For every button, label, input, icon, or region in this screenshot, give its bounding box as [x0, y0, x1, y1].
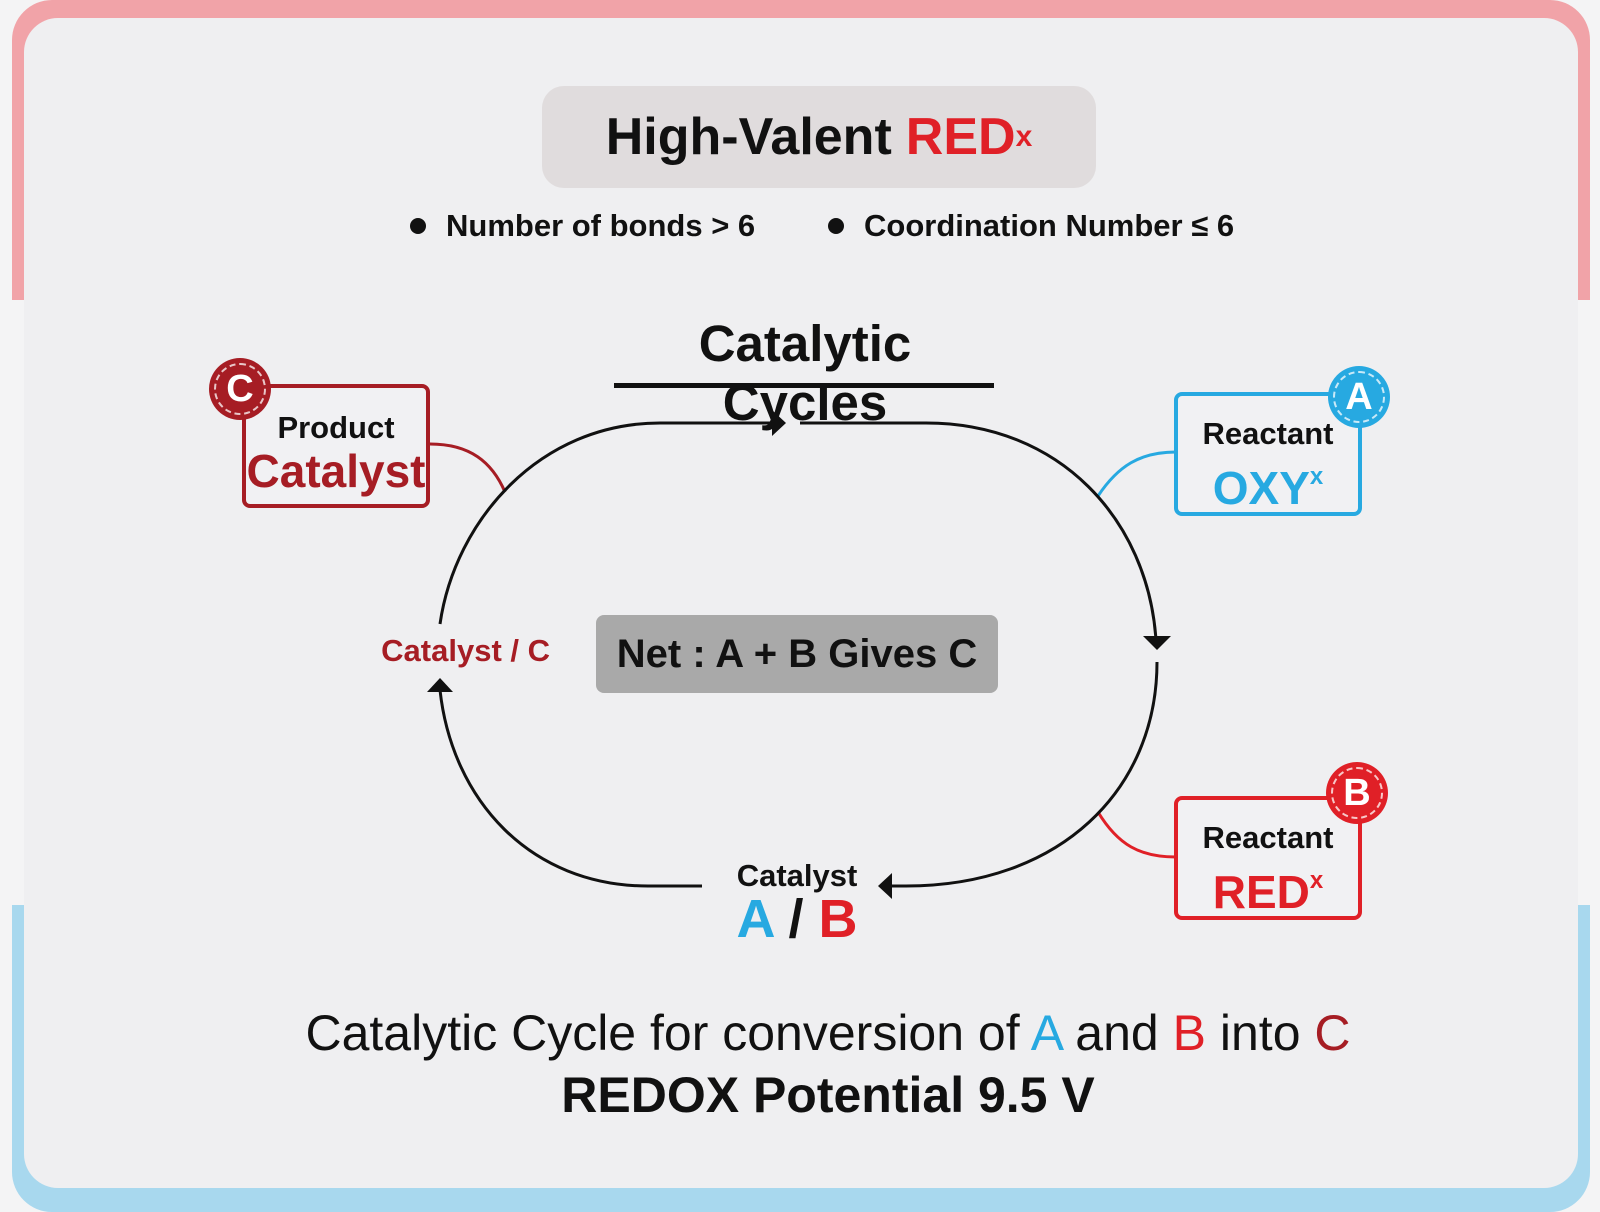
reactant-b-connector [1096, 811, 1177, 859]
catalyst-c-label: Catalyst / C [381, 633, 550, 668]
caption-a: A [1030, 1005, 1062, 1061]
cycle-title-underline [614, 383, 994, 388]
badge-b-icon: B [1326, 762, 1388, 824]
bottom-b: B [818, 889, 858, 949]
reactant-b-red: REDx [1178, 856, 1358, 917]
reactant-a-label: Reactant [1202, 416, 1334, 451]
reactant-a-sup: x [1309, 463, 1324, 490]
caption-line-1: Catalytic Cycle for conversion of A and … [0, 1004, 1600, 1062]
reactant-b-main: RED [1212, 866, 1310, 918]
product-catalyst-label: Catalyst [246, 445, 426, 497]
cycle-arc-top-left [438, 421, 778, 625]
title-prefix: High-Valent [605, 108, 892, 166]
bottom-a: A [736, 889, 774, 949]
title-red: RED [905, 108, 1016, 166]
caption-and: and [1075, 1005, 1159, 1061]
caption-c: C [1314, 1005, 1351, 1061]
bullet-coordination: Coordination Number ≤ 6 [828, 208, 1234, 244]
badge-dashed-ring [214, 363, 266, 415]
bullet-coordination-text: Coordination Number ≤ 6 [864, 208, 1235, 243]
badge-dashed-ring [1331, 767, 1383, 819]
reactant-a-main: OXY [1212, 462, 1310, 514]
net-reaction-box: Net : A + B Gives C [596, 615, 998, 693]
title-superscript: x [1015, 120, 1033, 153]
arrow-left-icon [878, 873, 892, 899]
badge-a-icon: A [1328, 366, 1390, 428]
badge-c-icon: C [209, 358, 271, 420]
product-connector [429, 442, 507, 493]
bullet-bonds-text: Number of bonds > 6 [446, 208, 756, 243]
reactant-a-oxy: OXYx [1178, 452, 1358, 513]
reactant-b-sup: x [1309, 867, 1324, 894]
caption-line-2: REDOX Potential 9.5 V [561, 1067, 1095, 1123]
arrow-right-icon [772, 410, 786, 436]
cycle-arc-top-right [800, 421, 1158, 641]
caption-b: B [1172, 1005, 1206, 1061]
product-catalyst-box: Product Catalyst [242, 384, 430, 508]
badge-dashed-ring [1333, 371, 1385, 423]
caption-into: into [1219, 1005, 1301, 1061]
product-label: Product [277, 410, 395, 445]
reactant-a-box: Reactant OXYx [1174, 392, 1362, 516]
cycle-arc-bottom-right [882, 661, 1159, 888]
bullet-dot-icon [410, 218, 426, 234]
bullet-dot-icon [828, 218, 844, 234]
caption-part-1: Catalytic Cycle for conversion of [305, 1005, 1020, 1061]
arrow-up-icon [427, 678, 453, 692]
bullet-bonds: Number of bonds > 6 [410, 208, 755, 244]
bottom-slash: / [788, 889, 804, 949]
bottom-catalyst-ab: A / B [712, 888, 882, 950]
reactant-a-connector [1096, 450, 1177, 497]
reactant-b-box: Reactant REDx [1174, 796, 1362, 920]
bottom-catalyst-label: Catalyst [736, 858, 858, 893]
diagram-card [24, 18, 1578, 1188]
reactant-b-label: Reactant [1202, 820, 1334, 855]
cycle-arc-bottom-left [438, 689, 702, 888]
arrow-down-icon [1143, 636, 1171, 650]
